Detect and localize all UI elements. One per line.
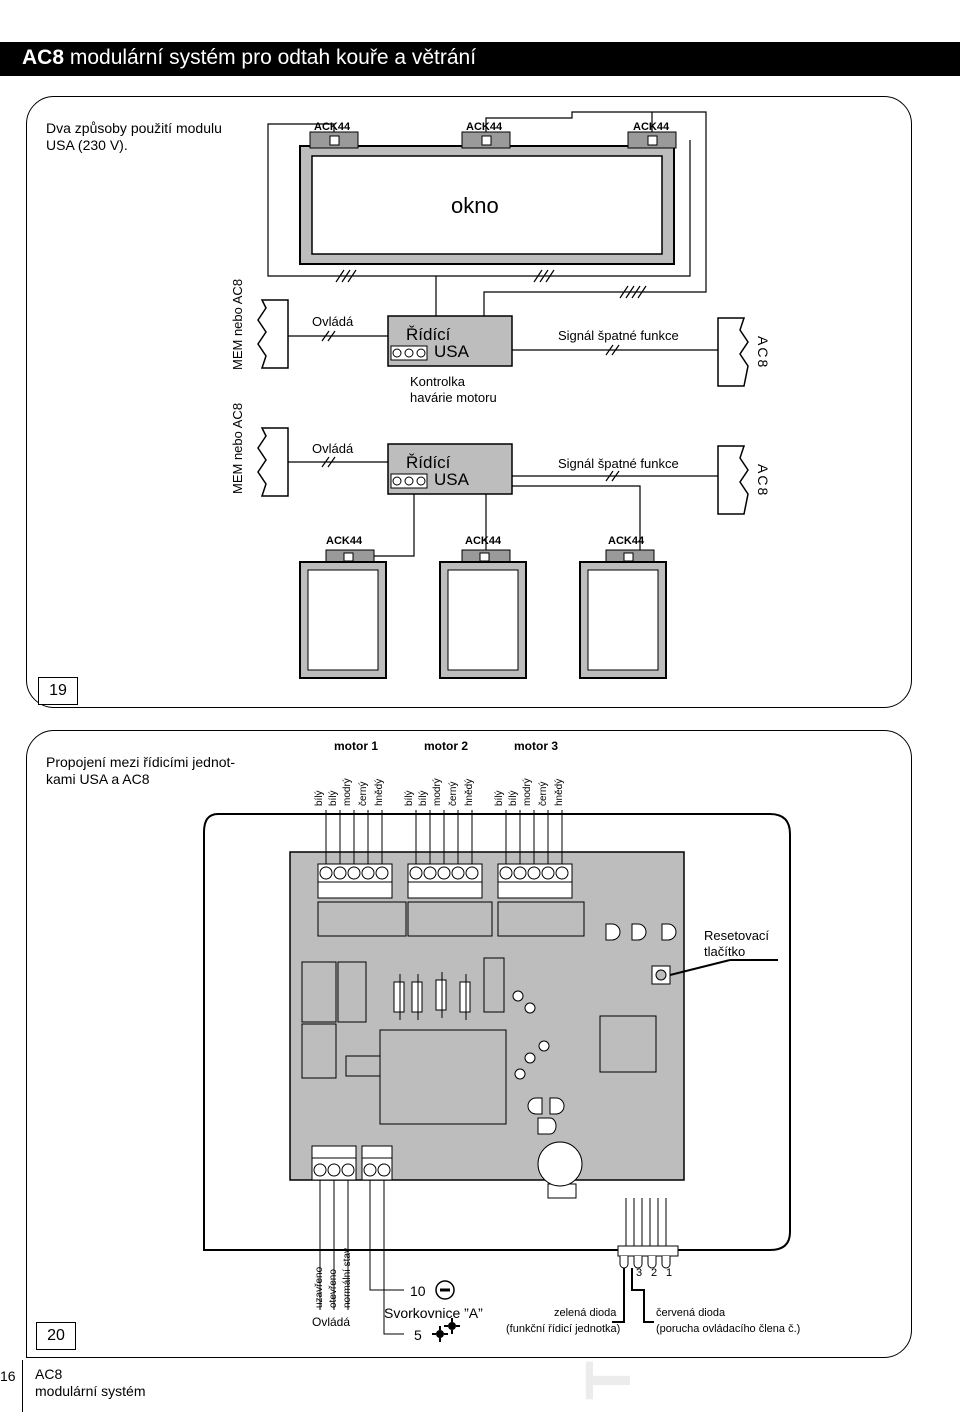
- m2-wire-5: hnědý: [464, 779, 475, 806]
- ack44-bottom-3-label: ACK44: [608, 535, 645, 547]
- control-wires: [319, 1180, 404, 1335]
- reset-label-2: tlačítko: [704, 944, 745, 959]
- pcb-relays: [301, 901, 657, 1199]
- green-led-1: zelená dioda: [554, 1307, 617, 1319]
- footer-line-1: AC8: [35, 1366, 63, 1382]
- usa-module-1: Řídící USA: [387, 315, 513, 367]
- ack44-bottom-1: ACK44: [299, 535, 387, 679]
- ack44-bottom-3: ACK44: [579, 535, 667, 679]
- m1-wire-1: bílý: [314, 790, 325, 806]
- footer-text: AC8 modulární systém: [35, 1366, 145, 1400]
- motor-3-label: motor 3: [514, 739, 558, 753]
- footer-divider: [22, 1360, 23, 1412]
- terminal-block-motor-1: [317, 863, 393, 899]
- fig19-caption-2: USA (230 V).: [46, 137, 128, 153]
- control-wire-1: uzavřeno: [314, 1266, 325, 1308]
- header-brand: AC8: [22, 46, 65, 69]
- kontrolka-line-1: Kontrolka: [410, 374, 466, 389]
- terminal-10: 10: [410, 1283, 426, 1299]
- led-num-2: 2: [651, 1267, 657, 1279]
- fig20-caption-2: kami USA a AC8: [46, 771, 150, 787]
- red-led-2: (porucha ovládacího člena č.): [656, 1323, 800, 1335]
- figure-19-diagram: okno ACK44 ACK44 ACK44 MEM nebo AC8 MEM …: [230, 111, 771, 679]
- page-number: 16: [0, 1368, 16, 1384]
- fig19-caption-1: Dva způsoby použití modulu: [46, 120, 222, 136]
- mem-label-1: MEM nebo AC8: [230, 279, 245, 370]
- led-num-1: 1: [666, 1267, 672, 1279]
- footer-line-2: modulární systém: [35, 1383, 146, 1399]
- window-label: okno: [451, 193, 499, 218]
- terminal-block-control: [311, 1145, 357, 1181]
- signal-label-2: Signál špatné funkce: [558, 456, 679, 471]
- led-connector: [612, 1198, 679, 1323]
- page-header: AC8 modulární systém pro odtah kouře a v…: [0, 42, 960, 76]
- fig20-caption-1: Propojení mezi řídicími jednot-: [46, 754, 236, 770]
- ack44-top-1-label: ACK44: [314, 121, 351, 133]
- usa-2-ridici: Řídící: [406, 453, 451, 472]
- top-wiring: [267, 111, 707, 316]
- m1-wire-5: hnědý: [374, 779, 385, 806]
- m3-wire-1: bílý: [494, 790, 505, 806]
- m1-wire-2: bílý: [328, 790, 339, 806]
- ack44-top-2: ACK44: [461, 121, 511, 149]
- m1-wire-3: modrý: [342, 778, 353, 806]
- ac8-label-2: AC8: [755, 464, 771, 497]
- m3-wire-2: bílý: [508, 790, 519, 806]
- ack44-bottom-2-label: ACK44: [465, 535, 502, 547]
- m2-wire-1: bílý: [404, 790, 415, 806]
- m3-wire-4: černý: [538, 782, 549, 806]
- terminal-block-a: [361, 1145, 393, 1181]
- terminal-block-motor-3: [497, 863, 573, 899]
- figure-20-diagram: motor 1 motor 2 motor 3 bílý bílý modrý …: [203, 739, 800, 1343]
- m3-wire-3: modrý: [522, 778, 533, 806]
- minus-icon: [435, 1280, 455, 1300]
- terminal-block-motor-2: [407, 863, 483, 899]
- header-title: modulární systém pro odtah kouře a větrá…: [64, 46, 477, 69]
- green-led-2: (funkční řídicí jednotka): [506, 1323, 620, 1335]
- mem-label-2: MEM nebo AC8: [230, 403, 245, 494]
- ac8-label-1: AC8: [755, 336, 771, 369]
- pcb-resistors: [393, 972, 471, 1020]
- ack44-bottom-2: ACK44: [439, 535, 527, 679]
- pcb-small-parts: [512, 923, 677, 1187]
- ovlada-label-2: Ovládá: [312, 441, 354, 456]
- usa-2-usa: USA: [434, 470, 470, 489]
- terminal-5: 5: [414, 1327, 422, 1343]
- ack44-top-2-label: ACK44: [466, 121, 503, 133]
- kontrolka-line-2: havárie motoru: [410, 390, 497, 405]
- reset-button[interactable]: [651, 965, 671, 985]
- figure-19-number: 19: [38, 677, 78, 705]
- signal-label-1: Signál špatné funkce: [558, 328, 679, 343]
- control-wire-2: otevřeno: [328, 1269, 339, 1308]
- terminal-block-label: Svorkovnice ”A”: [384, 1305, 483, 1321]
- ack44-bottom-1-label: ACK44: [326, 535, 363, 547]
- m2-wire-2: bílý: [418, 790, 429, 806]
- motor-2-label: motor 2: [424, 739, 468, 753]
- ovlada-label-1: Ovládá: [312, 314, 354, 329]
- usa-1-usa: USA: [434, 342, 470, 361]
- motor-1-label: motor 1: [334, 739, 378, 753]
- control-wire-3: normální stav: [342, 1248, 353, 1308]
- m2-wire-4: černý: [448, 782, 459, 806]
- red-led-1: červená dioda: [656, 1307, 726, 1319]
- gear-icon: [432, 1318, 460, 1342]
- motor-wires: [325, 810, 563, 868]
- figure-20-number: 20: [36, 1322, 76, 1350]
- usa-module-2: Řídící USA: [387, 443, 513, 495]
- control-lines: [288, 330, 718, 482]
- ac8-module-1: [717, 317, 749, 387]
- window-inner: [311, 155, 663, 255]
- reset-label-1: Resetovací: [704, 928, 769, 943]
- mem-module-1: [257, 299, 289, 369]
- ovlada-control: Ovládá: [312, 1315, 350, 1329]
- m3-wire-5: hnědý: [554, 779, 565, 806]
- m2-wire-3: modrý: [432, 778, 443, 806]
- m1-wire-4: černý: [358, 782, 369, 806]
- reset-leader: [669, 959, 731, 976]
- usa-1-ridici: Řídící: [406, 325, 451, 344]
- ac8-module-2: [717, 445, 749, 515]
- mem-module-2: [257, 427, 289, 497]
- led-num-3: 3: [636, 1267, 642, 1279]
